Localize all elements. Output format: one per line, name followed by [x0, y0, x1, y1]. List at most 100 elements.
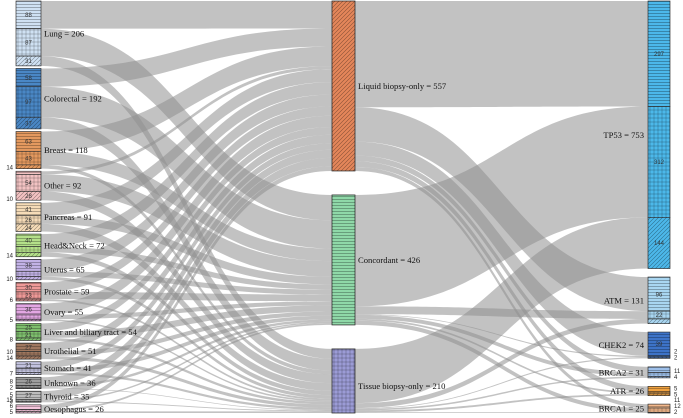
node-uterus-hatch	[16, 271, 41, 277]
node-ovary-hatch	[16, 303, 41, 315]
node-brca1-hatch	[648, 408, 670, 413]
link-ovary-to-tissue-biopsy-only	[41, 319, 332, 402]
node-stomach-label: Stomach = 41	[44, 363, 92, 373]
node-breast-label: Breast = 118	[44, 145, 88, 155]
node-other-hatch	[16, 171, 41, 175]
link-lung-to-liquid-biopsy-only	[41, 1, 332, 29]
node-urothelial-ext-value: 14	[6, 356, 13, 362]
sankey-links	[41, 1, 648, 413]
node-chek2-segment-value: 39	[656, 342, 663, 348]
link-pancreas-to-concordant	[41, 215, 332, 285]
node-oesophagus-hatch	[16, 404, 41, 410]
node-other-hatch	[16, 174, 41, 192]
node-liver-and-biliary-tract-hatch	[16, 331, 41, 338]
link-tissue-biopsy-only-to-brca1	[355, 412, 648, 413]
node-ovary-hatch	[16, 314, 41, 320]
node-thyroid-hatch	[16, 399, 41, 402]
node-brca2-ext-value: 11	[674, 369, 681, 375]
node-thyroid-ext-value: 5	[10, 393, 14, 399]
link-prostate-to-liquid-biopsy-only	[41, 106, 332, 292]
node-oesophagus-ext-value: 15	[6, 398, 13, 404]
node-brca1-label: BRCA1 = 25	[599, 404, 644, 414]
link-thyroid-to-liquid-biopsy-only	[41, 157, 332, 400]
node-brca1-ext-value: 11	[674, 398, 681, 404]
node-concordant-hatch	[332, 194, 355, 325]
node-uterus-hatch	[16, 259, 41, 272]
link-liver-and-biliary-tract-to-tissue-biopsy-only	[41, 337, 332, 405]
node-urothelial-hatch	[16, 351, 41, 357]
node-pancreas-segment-value: 24	[25, 226, 32, 232]
link-tissue-biopsy-only-to-chek2	[355, 357, 648, 409]
node-atr-hatch	[648, 392, 670, 394]
node-liver-and-biliary-tract-label: Liver and biliary tract = 54	[44, 327, 138, 337]
node-unknown-segment-value: 26	[25, 380, 32, 386]
node-stomach-hatch	[16, 368, 41, 373]
link-unknown-to-liquid-biopsy-only	[41, 149, 332, 386]
node-colorectal-hatch	[16, 117, 41, 129]
node-chek2-hatch	[648, 332, 670, 356]
link-prostate-to-tissue-biopsy-only	[41, 299, 332, 401]
node-lung-hatch	[16, 1, 41, 29]
node-tp53-hatch	[648, 217, 670, 269]
node-urothelial-label: Urothelial = 51	[44, 346, 97, 356]
node-lung-segment-value: 88	[25, 13, 32, 19]
node-lung-label: Lung = 206	[44, 28, 85, 38]
link-breast-to-concordant	[41, 151, 332, 262]
node-tp53-hatch	[648, 106, 670, 218]
node-prostate-segment-value: 30	[25, 285, 32, 291]
node-brca1-ext-value: 2	[674, 410, 678, 416]
node-atm-hatch	[648, 277, 670, 312]
node-brca2-hatch	[648, 376, 670, 378]
sankey-nodes: 8887315897376343542841262440383023362521…	[15, 0, 671, 414]
node-atr-hatch	[648, 386, 670, 393]
link-liquid-biopsy-only-to-tp53	[355, 1, 648, 108]
node-stomach-hatch	[16, 372, 41, 375]
link-tissue-biopsy-only-to-tp53	[355, 217, 648, 404]
node-liquid-biopsy-only-label: Liquid biopsy-only = 557	[358, 81, 447, 91]
node-atm-label: ATM = 131	[604, 295, 644, 305]
node-thyroid-hatch	[16, 401, 41, 403]
link-tissue-biopsy-only-to-atr	[355, 393, 648, 413]
node-tp53-segment-value: 144	[654, 241, 665, 247]
link-head-neck-to-liquid-biopsy-only	[41, 82, 332, 247]
node-uterus-hatch	[16, 276, 41, 280]
node-oesophagus-label: Oesophagus = 26	[44, 404, 104, 414]
link-tissue-biopsy-only-to-atm	[355, 318, 648, 409]
node-thyroid-hatch	[16, 391, 41, 400]
node-brca1-ext-value: 12	[674, 404, 681, 410]
node-thyroid-label: Thyroid = 35	[44, 392, 89, 402]
link-concordant-to-atr	[355, 318, 648, 394]
node-atr-label: ATR = 26	[610, 386, 645, 396]
node-oesophagus-hatch	[16, 411, 41, 413]
node-urothelial-ext-value: 10	[6, 350, 13, 356]
node-head-neck-hatch	[16, 234, 41, 247]
node-stomach-hatch	[16, 361, 41, 369]
node-other-label: Other = 92	[44, 181, 81, 191]
link-liver-and-biliary-tract-to-liquid-biopsy-only	[41, 126, 332, 332]
node-tp53-label: TP53 = 753	[603, 130, 644, 140]
node-brca2-hatch	[648, 372, 670, 377]
node-tp53-segment-value: 297	[654, 52, 665, 58]
node-breast-hatch	[16, 164, 41, 169]
node-liver-and-biliary-tract-segment-value: 25	[25, 326, 32, 332]
node-uterus-ext-value: 10	[6, 277, 13, 283]
link-liquid-biopsy-only-to-brca2	[355, 155, 648, 373]
node-lung-hatch	[16, 56, 41, 66]
link-unknown-to-tissue-biopsy-only	[41, 387, 332, 411]
node-lung-hatch	[16, 28, 41, 57]
node-colorectal-segment-value: 37	[25, 121, 32, 127]
node-brca1-hatch	[648, 412, 670, 413]
node-tissue-biopsy-only-hatch	[332, 348, 355, 413]
node-tp53-segment-value: 312	[654, 160, 665, 166]
node-colorectal-label: Colorectal = 192	[44, 94, 102, 104]
node-pancreas-hatch	[16, 215, 41, 224]
node-atm-hatch	[648, 311, 670, 319]
node-oesophagus-ext-value: 6	[10, 404, 14, 410]
link-oesophagus-to-concordant	[41, 323, 332, 412]
link-stomach-to-concordant	[41, 315, 332, 373]
link-ovary-to-liquid-biopsy-only	[41, 115, 332, 315]
link-colorectal-to-liquid-biopsy-only	[41, 28, 332, 87]
node-tissue-biopsy-only-label: Tissue biopsy-only = 210	[358, 381, 445, 391]
node-stomach-segment-value: 21	[25, 363, 32, 369]
link-thyroid-to-concordant	[41, 321, 332, 402]
